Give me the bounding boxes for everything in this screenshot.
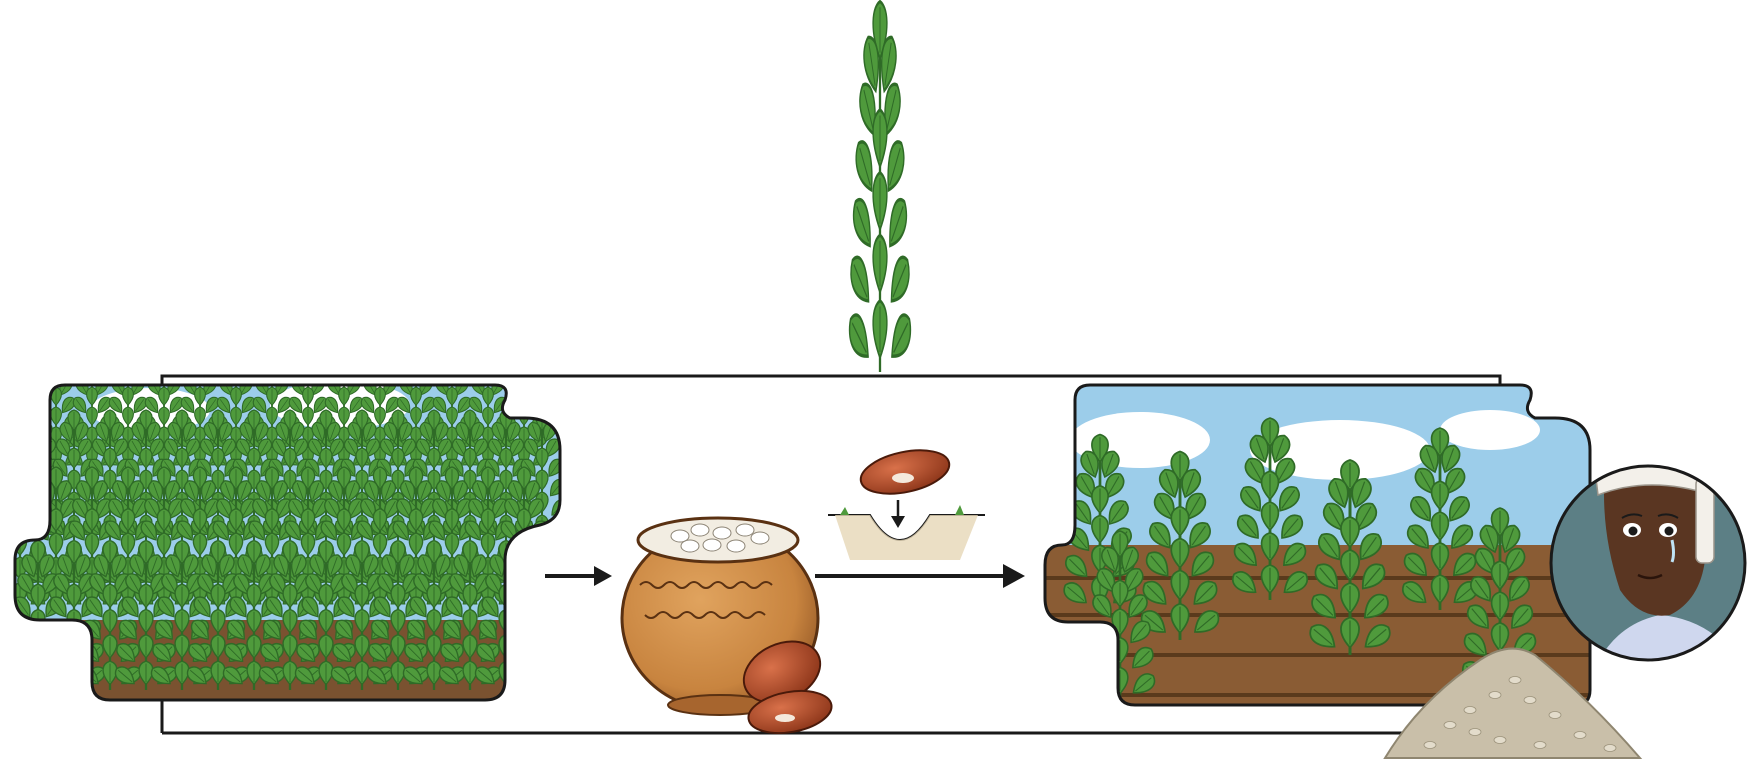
arrow-to-storage: [545, 566, 612, 586]
bean-plant: [0, 353, 47, 470]
tall-bean-plant-icon: [846, 2, 914, 373]
dense-bean-field-panel: [0, 353, 576, 710]
arrow-to-field: [815, 564, 1025, 588]
clay-pot-with-beans-icon: [622, 518, 835, 739]
bean-seed-planting-icon: [828, 443, 985, 560]
bean-plant: [508, 541, 576, 691]
